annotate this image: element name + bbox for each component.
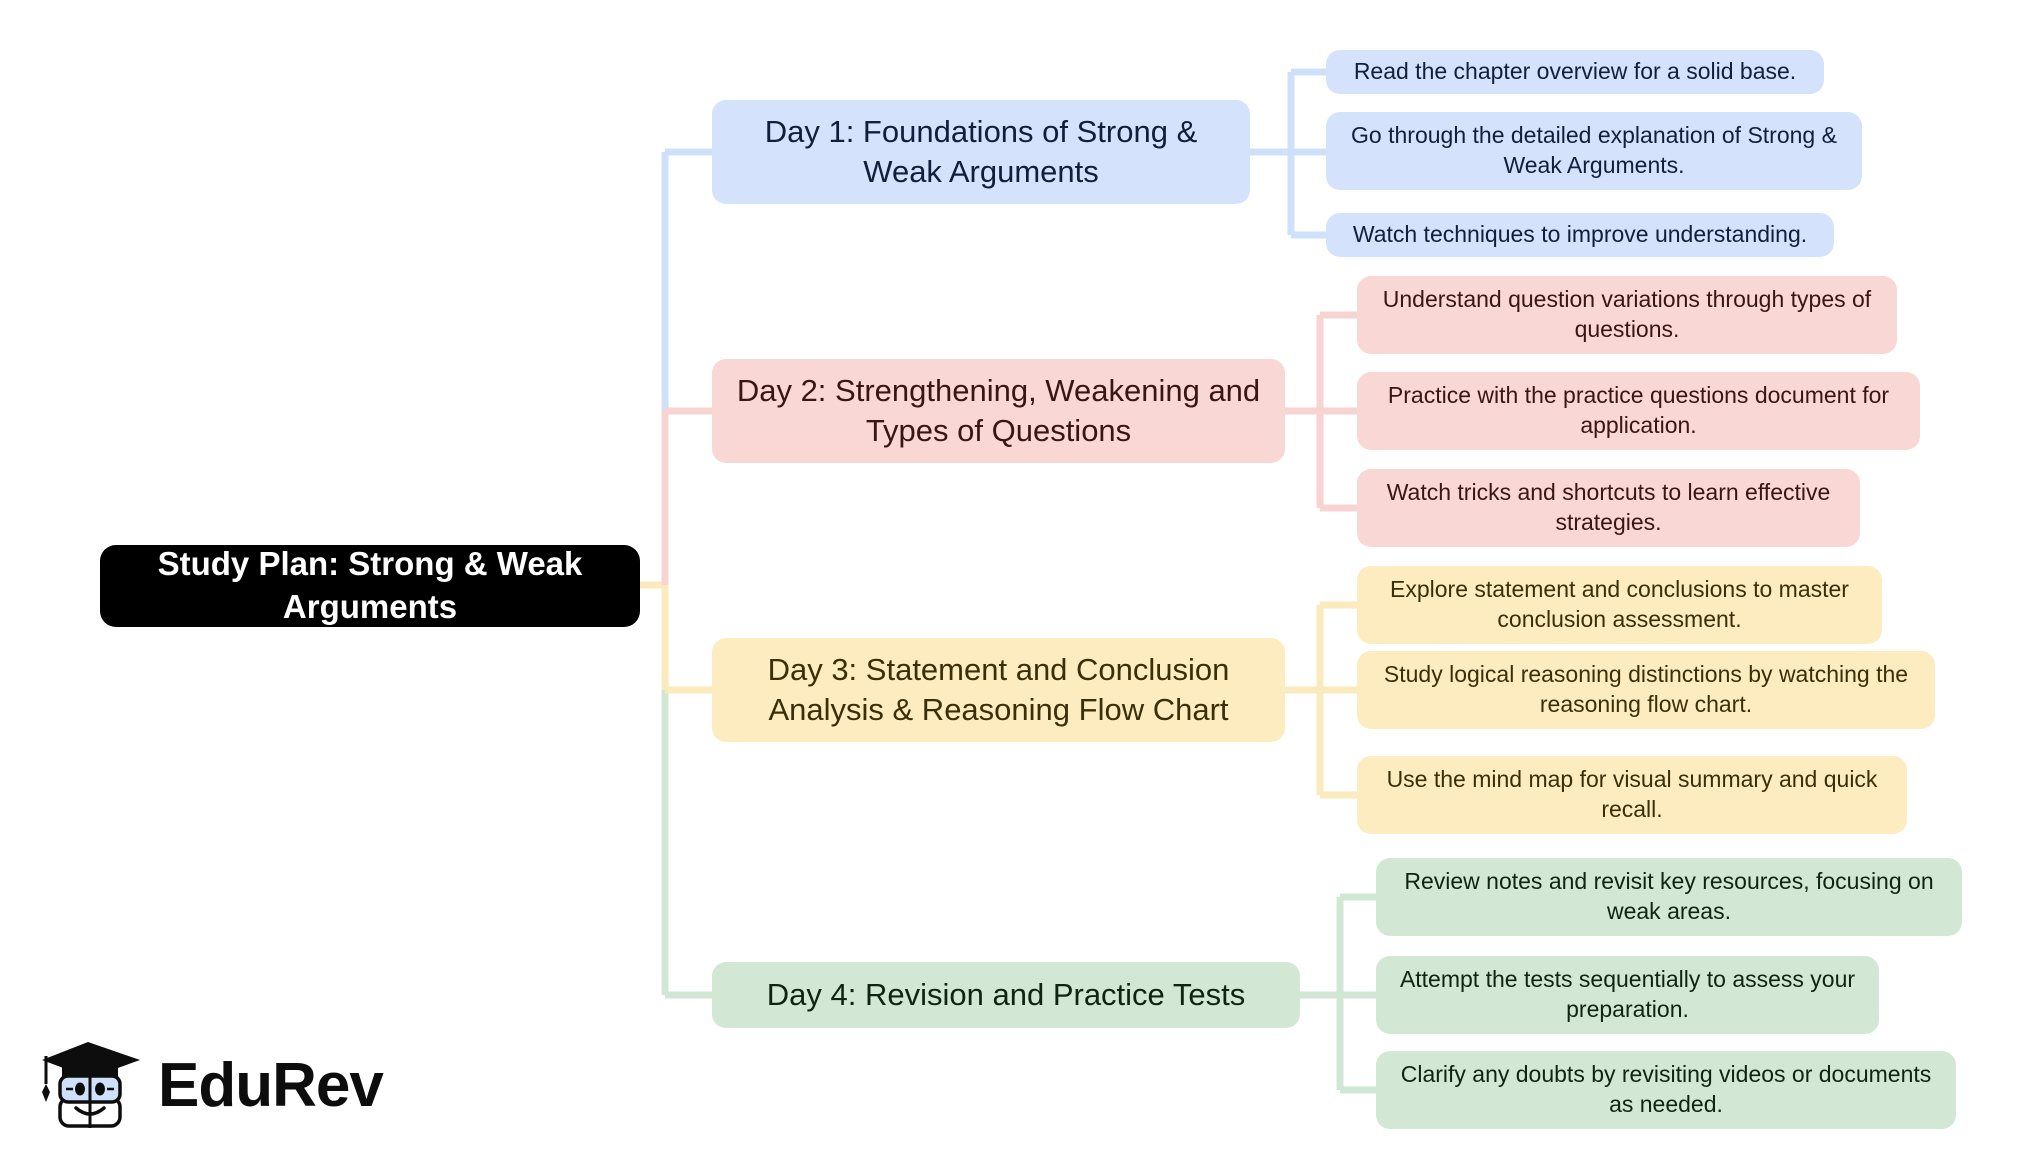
root-node-label: Study Plan: Strong & Weak Arguments [157, 545, 583, 625]
branch-node-day-1[interactable]: Day 1: Foundations of Strong & Weak Argu… [712, 100, 1250, 204]
leaf-node-day-4-1-label: Review notes and revisit key resources, … [1404, 868, 1934, 924]
leaf-node-day-2-2-label: Practice with the practice questions doc… [1387, 382, 1890, 438]
leaf-node-day-2-3-label: Watch tricks and shortcuts to learn effe… [1386, 479, 1831, 535]
leaf-node-day-3-3[interactable]: Use the mind map for visual summary and … [1357, 756, 1907, 834]
branch-node-day-4-label: Day 4: Revision and Practice Tests [766, 976, 1246, 1012]
leaf-node-day-3-3-label: Use the mind map for visual summary and … [1386, 766, 1878, 822]
branch-node-day-2[interactable]: Day 2: Strengthening, Weakening and Type… [712, 359, 1285, 463]
leaf-node-day-1-2[interactable]: Go through the detailed explanation of S… [1326, 112, 1862, 190]
leaf-node-day-3-2[interactable]: Study logical reasoning distinctions by … [1357, 651, 1935, 729]
branch-node-day-3-label: Day 3: Statement and Conclusion Analysis… [767, 651, 1230, 727]
leaf-node-day-2-1[interactable]: Understand question variations through t… [1357, 276, 1897, 354]
leaf-node-day-4-3-label: Clarify any doubts by revisiting videos … [1400, 1061, 1932, 1117]
leaf-node-day-1-1[interactable]: Read the chapter overview for a solid ba… [1326, 50, 1824, 94]
leaf-node-day-2-1-label: Understand question variations through t… [1382, 286, 1872, 342]
leaf-node-day-3-2-label: Study logical reasoning distinctions by … [1383, 661, 1909, 717]
leaf-node-day-4-2[interactable]: Attempt the tests sequentially to assess… [1376, 956, 1879, 1034]
branch-node-day-1-label: Day 1: Foundations of Strong & Weak Argu… [764, 113, 1198, 189]
graduation-cap-mascot-icon [42, 1042, 140, 1128]
branch-node-day-2-label: Day 2: Strengthening, Weakening and Type… [736, 372, 1261, 448]
leaf-node-day-1-3[interactable]: Watch techniques to improve understandin… [1326, 213, 1834, 257]
edurev-logo-text: EduRev [158, 1051, 384, 1120]
leaf-node-day-4-1[interactable]: Review notes and revisit key resources, … [1376, 858, 1962, 936]
leaf-node-day-3-1-label: Explore statement and conclusions to mas… [1390, 576, 1849, 632]
leaf-node-day-1-3-label: Watch techniques to improve understandin… [1352, 221, 1808, 248]
leaf-node-day-3-1[interactable]: Explore statement and conclusions to mas… [1357, 566, 1882, 644]
branch-node-day-4[interactable]: Day 4: Revision and Practice Tests [712, 962, 1300, 1028]
branch-node-day-3[interactable]: Day 3: Statement and Conclusion Analysis… [712, 638, 1285, 742]
edurev-logo: EduRev [36, 1040, 384, 1132]
root-node[interactable]: Study Plan: Strong & Weak Arguments [100, 545, 640, 627]
leaf-node-day-1-2-label: Go through the detailed explanation of S… [1351, 122, 1837, 178]
leaf-node-day-2-2[interactable]: Practice with the practice questions doc… [1357, 372, 1920, 450]
leaf-node-day-1-1-label: Read the chapter overview for a solid ba… [1353, 58, 1797, 85]
leaf-node-day-4-3[interactable]: Clarify any doubts by revisiting videos … [1376, 1051, 1956, 1129]
leaf-node-day-2-3[interactable]: Watch tricks and shortcuts to learn effe… [1357, 469, 1860, 547]
leaf-node-day-4-2-label: Attempt the tests sequentially to assess… [1399, 966, 1856, 1022]
